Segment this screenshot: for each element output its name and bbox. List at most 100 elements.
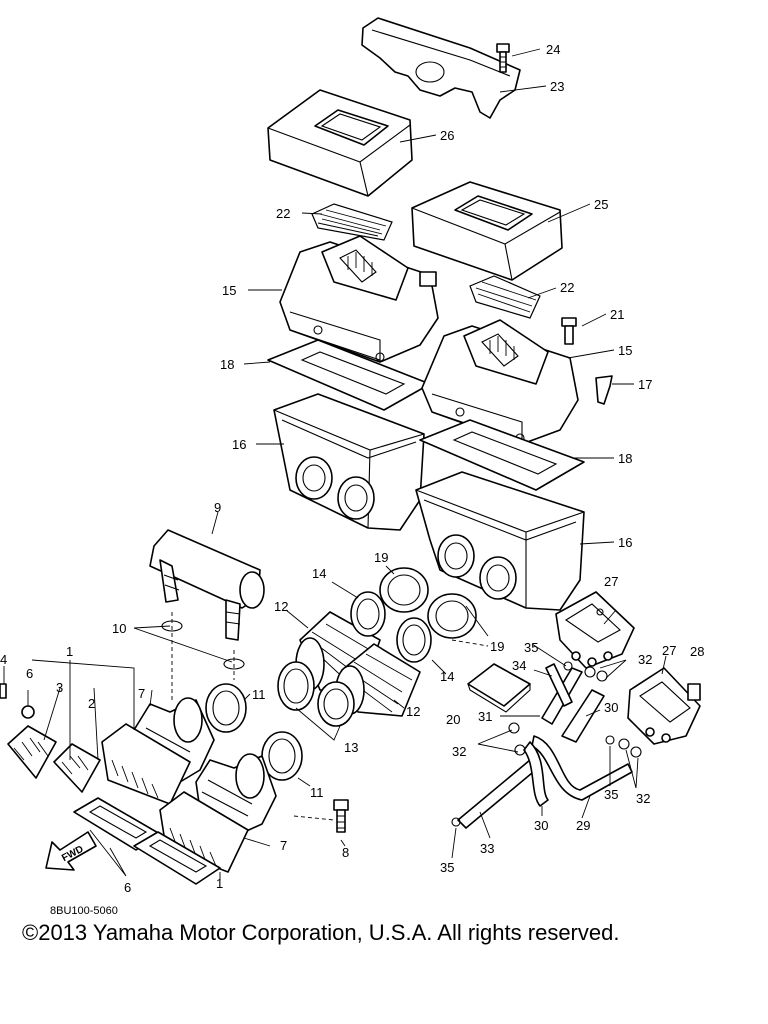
callout-32-middle: 32: [452, 744, 466, 759]
callout-20: 20: [446, 712, 460, 727]
part-34-hose: [545, 663, 573, 707]
part-22-filter-upper: [311, 203, 393, 241]
part-22-filter-lower: [469, 275, 541, 319]
part-11-clamp-upper: [205, 683, 247, 733]
part-15-lid-right: [421, 319, 579, 445]
assembly-lines: [171, 612, 489, 821]
part-14-clamp-lower: [396, 617, 432, 663]
callout-6-upper: 6: [26, 666, 33, 681]
part-32-clip-f: [630, 746, 642, 758]
part-24-bolt: [496, 43, 510, 73]
callout-24: 24: [546, 42, 560, 57]
part-32-clip-b: [514, 744, 526, 756]
part-32-clip-c: [584, 666, 596, 678]
callout-7-upper: 7: [138, 686, 145, 701]
part-15-lid-left: [279, 235, 439, 363]
callout-32-upper: 32: [638, 652, 652, 667]
callout-35-right: 35: [604, 787, 618, 802]
part-27-fuel-pump-upper: [555, 591, 635, 669]
callout-18-right: 18: [618, 451, 632, 466]
callout-26: 26: [440, 128, 454, 143]
callout-12-upper: 12: [274, 599, 288, 614]
callout-22-upper: 22: [276, 206, 290, 221]
callout-27-lower: 27: [662, 643, 676, 658]
callout-30-lower: 30: [534, 818, 548, 833]
callout-15-right: 15: [618, 343, 632, 358]
part-23-bracket: [361, 17, 521, 119]
callout-34: 34: [512, 658, 526, 673]
callout-29: 29: [576, 818, 590, 833]
diagram-code: 8BU100-5060: [50, 905, 118, 917]
callout-30-right: 30: [604, 700, 618, 715]
part-19-ring-upper: [379, 567, 429, 613]
part-28-fitting: [687, 683, 701, 701]
part-18-gasket-right: [419, 419, 585, 491]
part-1-reed-valve-upper: [101, 723, 191, 805]
callout-25: 25: [594, 197, 608, 212]
callout-14-lower: 14: [440, 669, 454, 684]
callout-22-lower: 22: [560, 280, 574, 295]
part-35-clamp-a: [563, 661, 573, 671]
part-27-fuel-pump-lower: [627, 667, 701, 745]
callout-17: 17: [638, 377, 652, 392]
callout-33: 33: [480, 841, 494, 856]
callout-16-left: 16: [232, 437, 246, 452]
part-16-housing-right: [415, 471, 585, 611]
part-14-clamp-upper: [350, 591, 386, 637]
part-30-hose-upper: [561, 689, 605, 743]
callout-14-upper: 14: [312, 566, 326, 581]
part-32-clip-a: [508, 722, 520, 734]
copyright-notice: ©2013 Yamaha Motor Corporation, U.S.A. A…: [22, 920, 620, 945]
callout-10: 10: [112, 621, 126, 636]
part-9-silencer: [149, 529, 265, 641]
callout-1-upper: 1: [66, 644, 73, 659]
callout-labels: 24 23 26 25 22 22 15 21 15 17 18 18 16 1…: [0, 42, 704, 917]
part-19-ring-lower: [427, 593, 477, 639]
callout-32-right: 32: [636, 791, 650, 806]
callout-19-lower: 19: [490, 639, 504, 654]
callout-13: 13: [344, 740, 358, 755]
callout-35-lower: 35: [440, 860, 454, 875]
part-35-clamp-b: [605, 735, 615, 745]
part-25-cover: [411, 181, 563, 281]
callout-11-lower: 11: [310, 785, 324, 800]
callout-3: 3: [56, 680, 63, 695]
callout-12-lower: 12: [406, 704, 420, 719]
callout-35-upper: 35: [524, 640, 538, 655]
part-6-gasket-lower: [133, 831, 221, 885]
part-4-screw: [0, 683, 7, 699]
callout-19-upper: 19: [374, 550, 388, 565]
callout-2: 2: [88, 696, 95, 711]
callout-7-lower: 7: [280, 838, 287, 853]
callout-8: 8: [342, 845, 349, 860]
part-17-grommet: [595, 375, 613, 405]
part-26-cover: [267, 89, 413, 197]
callout-27-upper: 27: [604, 574, 618, 589]
part-5-washer: [21, 705, 35, 719]
callout-6-lower: 6: [124, 880, 131, 895]
callout-18-left: 18: [220, 357, 234, 372]
callout-16-right: 16: [618, 535, 632, 550]
part-35-clamp-c: [451, 817, 461, 827]
part-13-clamp-upper: [277, 661, 315, 711]
callout-9: 9: [214, 500, 221, 515]
part-32-clip-d: [596, 670, 608, 682]
part-2-reed-plate: [53, 743, 101, 793]
callout-28: 28: [690, 644, 704, 659]
callout-21: 21: [610, 307, 624, 322]
forward-arrow-icon: FWD: [45, 831, 97, 871]
callout-1-lower: 1: [216, 876, 223, 891]
part-20-pad: [467, 663, 531, 713]
callout-23: 23: [550, 79, 564, 94]
callout-4: 4: [0, 652, 7, 667]
part-21-screw: [561, 317, 577, 345]
part-3-reed-plate: [7, 725, 57, 779]
part-33-hose: [457, 759, 539, 829]
callout-11-upper: 11: [252, 687, 266, 702]
part-13-clamp-lower: [317, 681, 355, 727]
callout-31: 31: [478, 709, 492, 724]
part-30-hose-lower: [523, 741, 549, 807]
callout-15-left: 15: [222, 283, 236, 298]
part-32-clip-e: [618, 738, 630, 750]
